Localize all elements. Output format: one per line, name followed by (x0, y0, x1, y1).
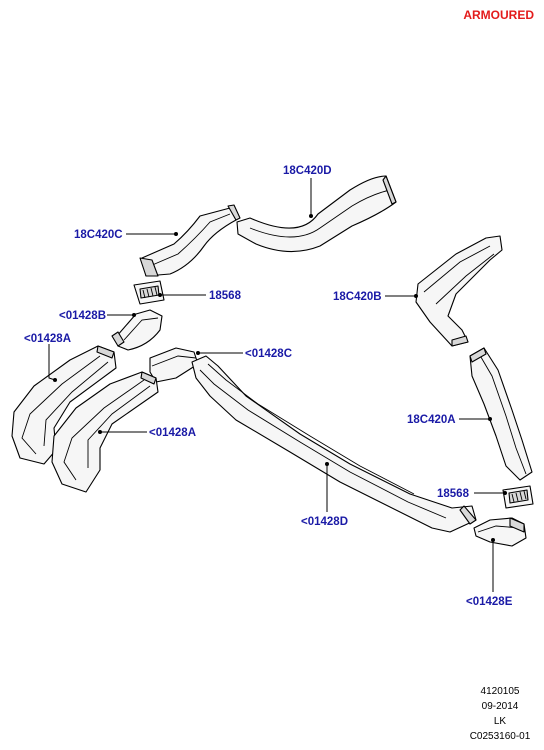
part-duct-18c420d[interactable] (236, 175, 397, 253)
part-duct-01428a-left[interactable] (11, 345, 117, 465)
reference-block: 4120105 09-2014 LK C0253160-01 (470, 686, 531, 742)
callout-18568-upper[interactable]: 18568 (209, 290, 242, 302)
callout-01428d[interactable]: <01428D (301, 516, 348, 528)
part-vent-18568-lower[interactable] (502, 485, 534, 509)
part-duct-18c420a[interactable] (469, 347, 533, 481)
callout-18568-lower[interactable]: 18568 (437, 488, 470, 500)
callout-18c420d[interactable]: 18C420D (283, 165, 332, 177)
part-duct-18c420b[interactable] (415, 235, 503, 347)
part-elbow-01428e[interactable] (473, 517, 527, 547)
callout-01428e[interactable]: <01428E (466, 596, 513, 608)
ref-line-1: 4120105 (481, 686, 520, 697)
callout-18c420b[interactable]: 18C420B (333, 291, 382, 303)
callout-01428c[interactable]: <01428C (245, 348, 292, 360)
part-duct-18c420c[interactable] (139, 204, 241, 277)
leader-lines (48, 178, 507, 592)
callout-18c420c[interactable]: 18C420C (74, 229, 123, 241)
ref-line-4: C0253160-01 (470, 731, 531, 742)
callout-01428b[interactable]: <01428B (59, 310, 106, 322)
callout-01428a-right[interactable]: <01428A (149, 427, 196, 439)
part-duct-01428d[interactable] (191, 355, 477, 533)
part-duct-01428c[interactable] (149, 347, 199, 383)
callout-18c420a[interactable]: 18C420A (407, 414, 456, 426)
armoured-label: ARMOURED (463, 8, 534, 22)
part-elbow-01428b[interactable] (111, 309, 163, 351)
ref-line-3: LK (494, 716, 507, 727)
part-vent-18568-upper[interactable] (133, 280, 165, 305)
callout-01428a-left[interactable]: <01428A (24, 333, 71, 345)
ref-line-2: 09-2014 (482, 701, 519, 712)
